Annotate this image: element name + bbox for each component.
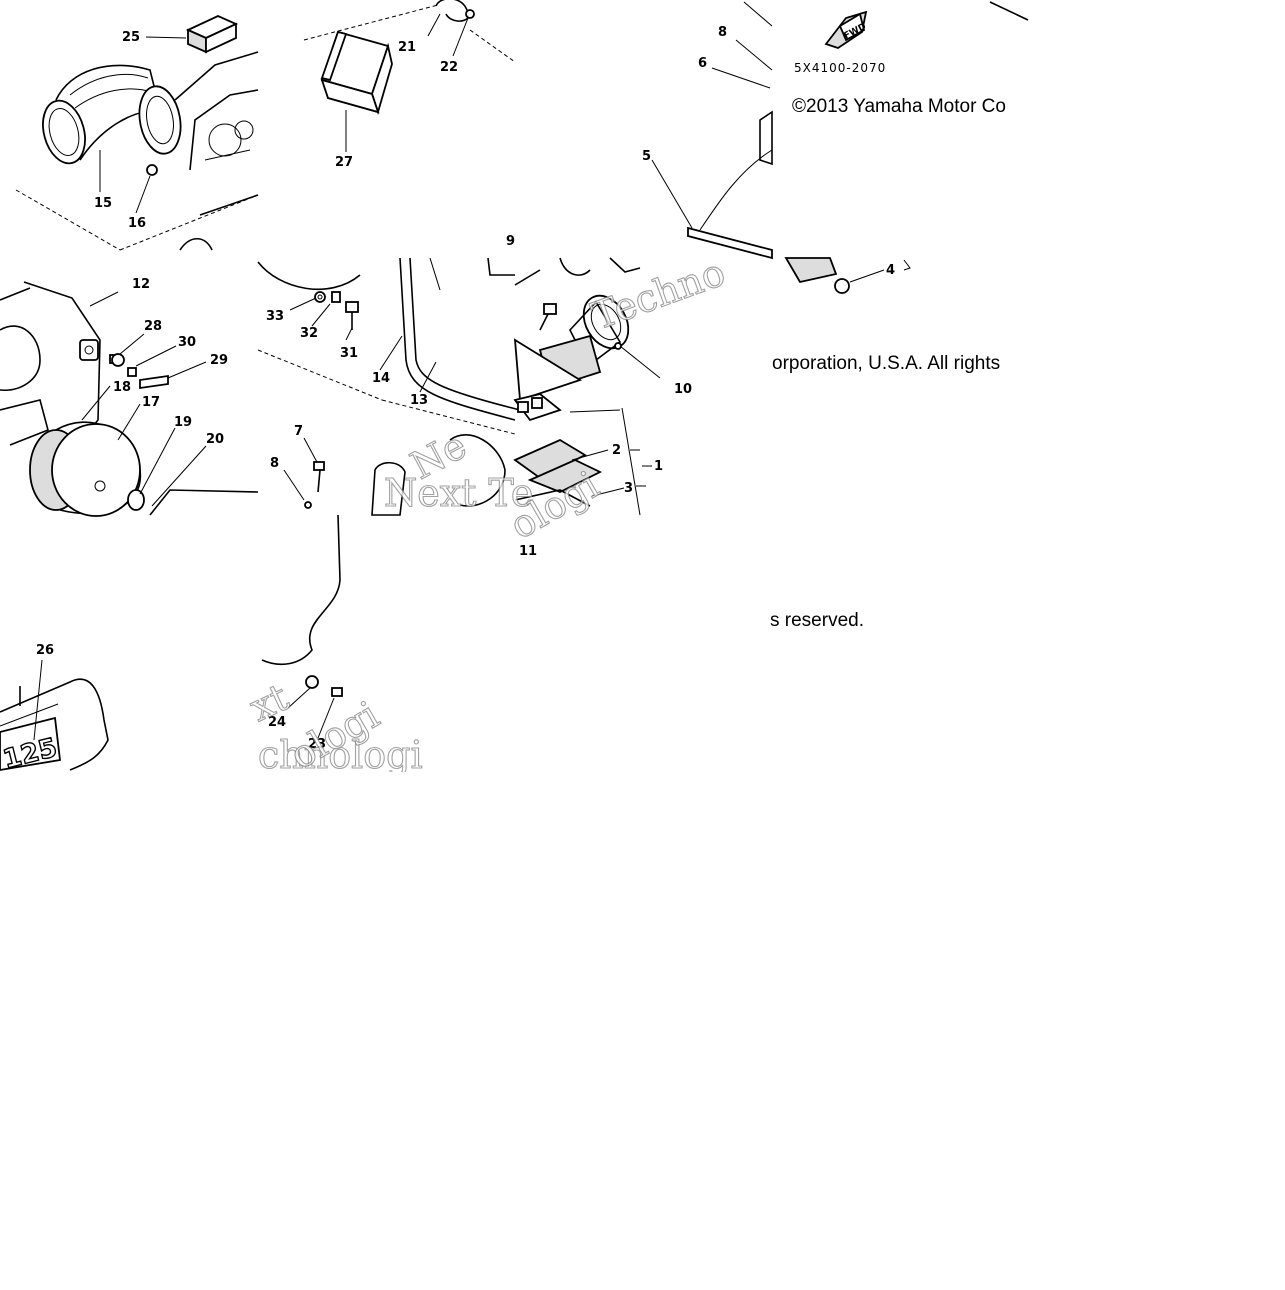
callout-10: 10 <box>674 382 692 397</box>
tile-top-middle: 21 22 27 <box>303 0 516 170</box>
bolt-part-7 <box>303 437 325 493</box>
blank-tile <box>1030 258 1285 516</box>
blank-area <box>0 772 1285 1285</box>
tile-bottom-left: 125 26 <box>0 643 109 776</box>
callout-3: 3 <box>624 481 633 496</box>
callout-12: 12 <box>132 277 150 292</box>
callout-23: 23 <box>308 737 326 752</box>
callout-8b: 8 <box>270 456 279 471</box>
callout-14: 14 <box>372 371 390 386</box>
callout-20: 20 <box>206 432 224 447</box>
tile-top-left: 25 15 16 <box>15 15 259 251</box>
callout-16: 16 <box>128 216 146 231</box>
watermark-fragment-3: chnologi <box>258 733 423 777</box>
filter-part-17 <box>29 421 142 517</box>
cover-part-26: 125 <box>0 678 109 776</box>
callout-24: 24 <box>268 715 286 730</box>
callout-30: 30 <box>178 335 196 350</box>
callout-28: 28 <box>144 319 162 334</box>
callout-9: 9 <box>506 234 515 249</box>
callout-11: 11 <box>519 544 537 559</box>
tile-center-right: 10 2 1 3 11 <box>513 257 692 559</box>
tile-center: 33 32 31 14 13 7 8 9 <box>257 234 521 516</box>
callout-17: 17 <box>142 395 160 410</box>
callout-29: 29 <box>210 353 228 368</box>
watermark-fragment-2: Next Te <box>384 471 533 515</box>
callout-8: 8 <box>718 25 727 40</box>
tile-right: 4 orporation, U.S.A. All rights <box>772 257 1000 374</box>
watermark-fragment-1: Techno <box>586 250 731 339</box>
reed-block-part <box>513 393 603 507</box>
callout-2: 2 <box>612 443 621 458</box>
air-box-part <box>174 51 259 251</box>
callout-1: 1 <box>654 459 663 474</box>
watermark-fragment-4: xt <box>243 675 295 730</box>
bolt-part-9 <box>539 303 557 331</box>
callout-18: 18 <box>113 380 131 395</box>
callout-7b: 7 <box>294 424 303 439</box>
rubber-block-part <box>185 15 239 54</box>
callout-4: 4 <box>886 263 895 278</box>
callout-6: 6 <box>698 56 707 71</box>
callout-25: 25 <box>122 30 140 45</box>
fwd-mark-part: FWD <box>824 10 868 49</box>
tile-bottom-middle: 24 23 <box>261 514 343 752</box>
bolt-part-31 <box>345 301 359 330</box>
manifold-part-10 <box>538 294 630 390</box>
box-part-27 <box>320 30 393 116</box>
callout-19: 19 <box>174 415 192 430</box>
copyright-line-1: ©2013 Yamaha Motor Co <box>792 96 1006 117</box>
callout-15: 15 <box>94 196 112 211</box>
callout-26: 26 <box>36 643 54 658</box>
callout-13: 13 <box>410 393 428 408</box>
callout-5: 5 <box>642 149 651 164</box>
blank-tile <box>1030 0 1285 258</box>
tile-mid-left: 12 28 30 29 18 17 19 20 <box>0 277 259 517</box>
callout-27: 27 <box>335 155 353 170</box>
callout-31: 31 <box>340 346 358 361</box>
callout-21: 21 <box>398 40 416 55</box>
intake-boot-part <box>42 64 182 165</box>
copyright-line-3: s reserved. <box>770 610 864 631</box>
tile-far-top-right: FWD 5X4100-2070 ©2013 Yamaha Motor Co <box>792 1 1029 117</box>
callout-22: 22 <box>440 60 458 75</box>
callout-32: 32 <box>300 326 318 341</box>
drawing-code: 5X4100-2070 <box>794 61 886 75</box>
copyright-line-2: orporation, U.S.A. All rights <box>772 353 1000 374</box>
callout-33: 33 <box>266 309 284 324</box>
tile-top-right: 8 6 5 <box>642 1 773 260</box>
